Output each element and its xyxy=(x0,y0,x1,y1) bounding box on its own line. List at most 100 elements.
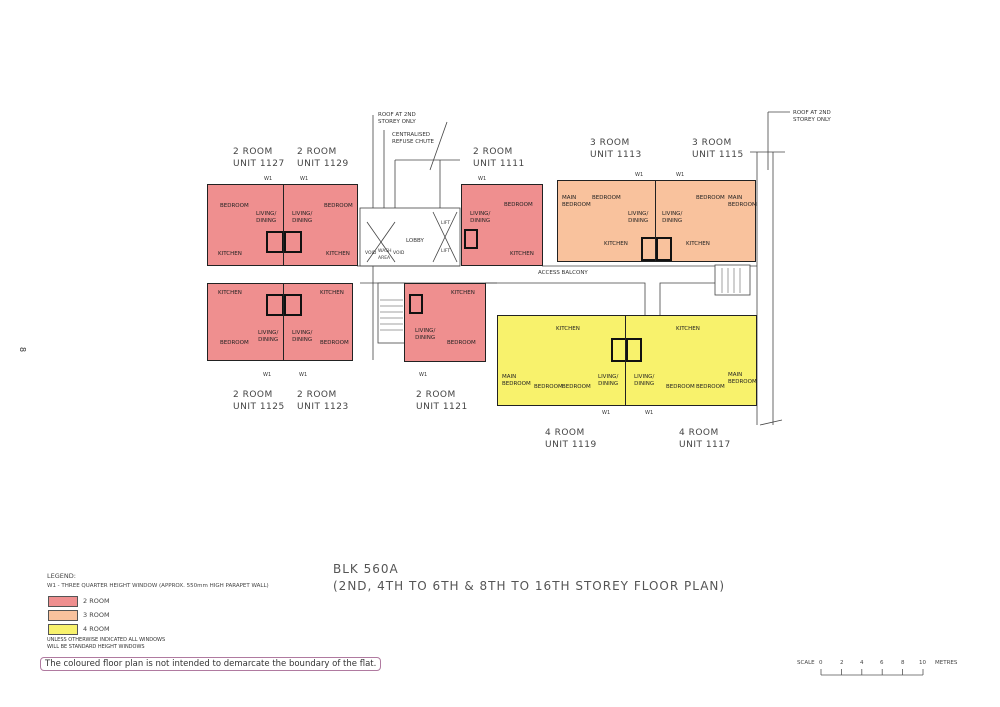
room-kitchen: KITCHEN xyxy=(604,241,628,247)
scale-tick-label: 2 xyxy=(840,660,844,666)
room-living-dining: LIVING/ DINING xyxy=(415,328,436,341)
legend-w1-note: W1 - THREE QUARTER HEIGHT WINDOW (APPROX… xyxy=(47,583,269,589)
void-label: VOID xyxy=(365,251,377,256)
room-main-bedroom: MAIN BEDROOM xyxy=(728,195,757,208)
room-living-dining: LIVING/ DINING xyxy=(662,211,683,224)
lobby-label: LOBBY xyxy=(406,238,424,244)
legend-label-4-room: 4 ROOM xyxy=(83,625,110,633)
staircase xyxy=(377,282,406,344)
room-kitchen: KITCHEN xyxy=(326,251,350,257)
unit-1117: KITCHEN LIVING/ DINING BEDROOM BEDROOM M… xyxy=(625,315,757,406)
floor-plan-subtitle: (2ND, 4TH TO 6TH & 8TH TO 16TH STOREY FL… xyxy=(333,579,726,593)
w1-marker: W1 xyxy=(676,172,685,178)
unit-1113: MAIN BEDROOM BEDROOM LIVING/ DINING KITC… xyxy=(557,180,657,262)
w1-marker: W1 xyxy=(635,172,644,178)
legend-windows-note: UNLESS OTHERWISE INDICATED ALL WINDOWS W… xyxy=(47,637,166,650)
access-balcony-label: ACCESS BALCONY xyxy=(538,270,588,276)
room-bedroom: BEDROOM xyxy=(534,384,563,390)
unit-1115: BEDROOM MAIN BEDROOM LIVING/ DINING KITC… xyxy=(655,180,757,262)
lift-label: LIFT xyxy=(441,221,451,226)
room-kitchen: KITCHEN xyxy=(676,326,700,332)
refuse-chute-note: CENTRALISED REFUSE CHUTE xyxy=(392,132,435,145)
room-bedroom: BEDROOM xyxy=(320,340,349,346)
household-shelter xyxy=(266,294,284,316)
room-kitchen: KITCHEN xyxy=(218,251,242,257)
wash-area-label: WASH AREA xyxy=(378,249,392,261)
household-shelter xyxy=(409,294,423,314)
unit-1129: LIVING/ DINING BEDROOM KITCHEN xyxy=(283,184,358,266)
room-kitchen: KITCHEN xyxy=(510,251,534,257)
room-bedroom: BEDROOM xyxy=(696,195,725,201)
room-living-dining: LIVING/ DINING xyxy=(634,374,655,387)
room-living-dining: LIVING/ DINING xyxy=(628,211,649,224)
room-kitchen: KITCHEN xyxy=(556,326,580,332)
room-kitchen: KITCHEN xyxy=(320,290,344,296)
scale-tick-label: 6 xyxy=(880,660,884,666)
w1-marker: W1 xyxy=(264,176,273,182)
room-main-bedroom: MAIN BEDROOM xyxy=(502,374,531,387)
scale-unit: METRES xyxy=(935,660,958,666)
legend-label-2-room: 2 ROOM xyxy=(83,597,110,605)
household-shelter xyxy=(626,338,642,362)
w1-marker: W1 xyxy=(602,410,611,416)
room-living-dining: LIVING/ DINING xyxy=(598,374,619,387)
household-shelter xyxy=(656,237,672,261)
w1-marker: W1 xyxy=(419,372,428,378)
legend-swatch-4-room xyxy=(48,624,78,635)
disclaimer: The coloured floor plan is not intended … xyxy=(40,657,382,671)
room-bedroom: BEDROOM xyxy=(220,340,249,346)
scale-tick-label: 8 xyxy=(901,660,905,666)
room-bedroom: BEDROOM xyxy=(666,384,695,390)
room-bedroom: BEDROOM xyxy=(562,384,591,390)
scale-label: SCALE xyxy=(797,660,815,666)
unit-1121: KITCHEN LIVING/ DINING BEDROOM xyxy=(404,283,486,362)
legend-title: LEGEND: xyxy=(47,572,76,580)
legend-swatch-3-room xyxy=(48,610,78,621)
room-kitchen: KITCHEN xyxy=(686,241,710,247)
scale-tick-label: 4 xyxy=(860,660,864,666)
w1-marker: W1 xyxy=(299,372,308,378)
staircase-right xyxy=(714,264,751,296)
unit-1111: LIVING/ DINING BEDROOM KITCHEN xyxy=(461,184,543,266)
household-shelter xyxy=(284,231,302,253)
household-shelter xyxy=(266,231,284,253)
unit-1127: BEDROOM LIVING/ DINING KITCHEN xyxy=(207,184,284,266)
room-main-bedroom: MAIN BEDROOM xyxy=(728,372,757,385)
w1-marker: W1 xyxy=(263,372,272,378)
room-living-dining: LIVING/ DINING xyxy=(292,330,313,343)
unit-1119: KITCHEN MAIN BEDROOM BEDROOM BEDROOM LIV… xyxy=(497,315,627,406)
room-living-dining: LIVING/ DINING xyxy=(470,211,491,224)
roof-note-left: ROOF AT 2ND STOREY ONLY xyxy=(378,112,416,125)
scale-bar xyxy=(820,669,924,676)
void-label-2: VOID xyxy=(393,251,405,256)
household-shelter xyxy=(284,294,302,316)
room-bedroom: BEDROOM xyxy=(447,340,476,346)
room-bedroom: BEDROOM xyxy=(324,203,353,209)
w1-marker: W1 xyxy=(300,176,309,182)
room-bedroom: BEDROOM xyxy=(592,195,621,201)
room-living-dining: LIVING/ DINING xyxy=(258,330,279,343)
household-shelter xyxy=(464,229,478,249)
room-bedroom: BEDROOM xyxy=(696,384,725,390)
block-title: BLK 560A xyxy=(333,562,399,576)
room-kitchen: KITCHEN xyxy=(451,290,475,296)
room-kitchen: KITCHEN xyxy=(218,290,242,296)
scale-tick-label: 10 xyxy=(919,660,926,666)
legend-swatch-2-room xyxy=(48,596,78,607)
scale-tick-label: 0 xyxy=(819,660,823,666)
lift-label-2: LIFT xyxy=(441,249,451,254)
unit-1123: KITCHEN LIVING/ DINING BEDROOM xyxy=(283,283,353,361)
w1-marker: W1 xyxy=(478,176,487,182)
unit-1125: KITCHEN LIVING/ DINING BEDROOM xyxy=(207,283,284,361)
room-main-bedroom: MAIN BEDROOM xyxy=(562,195,591,208)
